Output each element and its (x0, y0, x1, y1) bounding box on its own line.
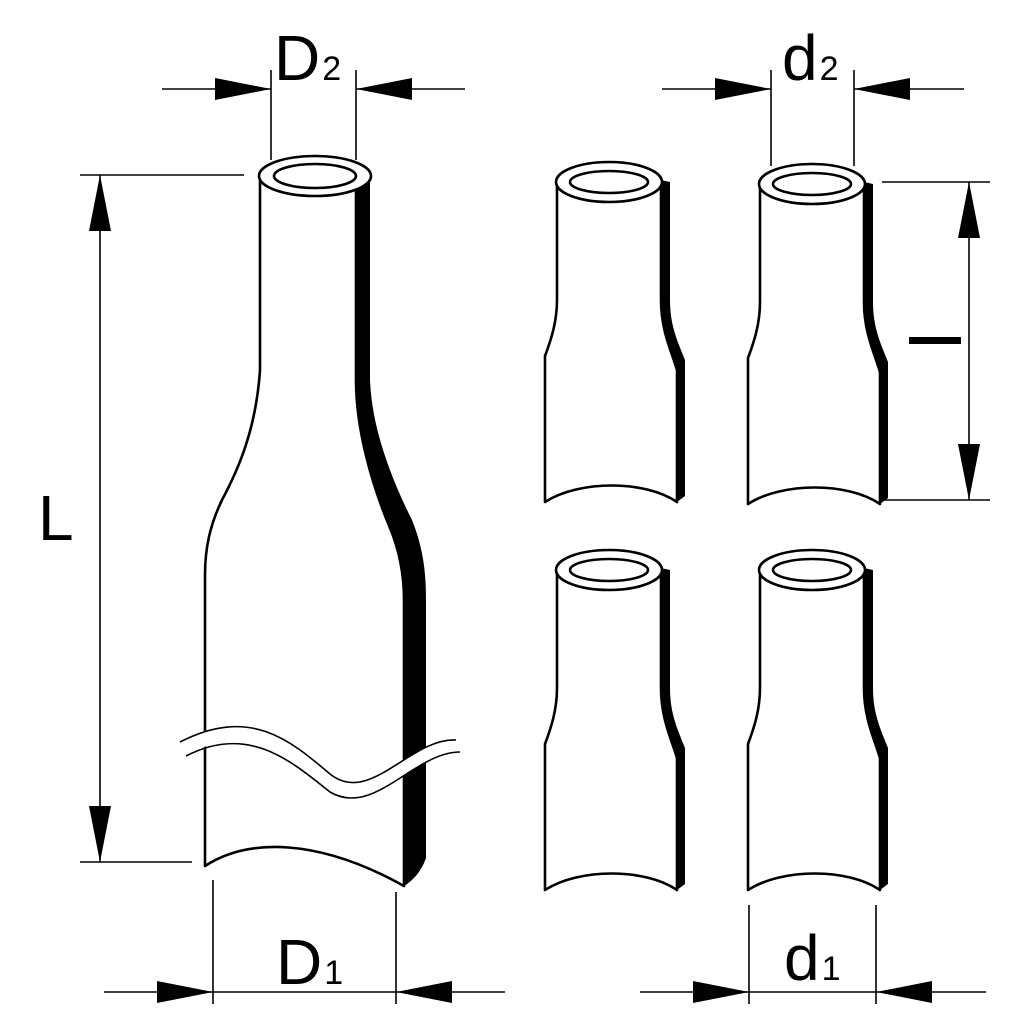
large-hose-break-mask (180, 726, 460, 797)
dimension-L: L (38, 174, 244, 863)
d1-label: d1 (784, 922, 841, 994)
l-label-mark (909, 337, 961, 344)
dimension-l: l (882, 181, 990, 501)
l-label: l (934, 351, 935, 353)
d1s-arrow-left (693, 981, 749, 1003)
d2s-arrow-left (715, 78, 771, 100)
d1s-arrow-right (876, 981, 932, 1003)
L-arrow-bottom (89, 806, 111, 862)
large-hose (179, 154, 461, 888)
D1-arrow-right (396, 981, 452, 1003)
small-hose-top-right (746, 162, 890, 506)
d2s-arrow-right (854, 78, 910, 100)
small-hose-bottom-right (746, 548, 890, 892)
dimension-D2: D2 (162, 22, 465, 160)
D1-label: D1 (276, 926, 343, 998)
L-label: L (38, 482, 74, 554)
large-hose-break-line-top (179, 725, 457, 784)
large-hose-break-line-bottom (185, 742, 461, 799)
d2-arrow-right (356, 78, 412, 100)
small-hose-top-left (543, 160, 687, 504)
l-arrow-bottom (958, 444, 980, 500)
d2-arrow-left (215, 78, 271, 100)
L-arrow-top (89, 175, 111, 231)
l-arrow-top (958, 182, 980, 238)
small-hose-bottom-left (543, 548, 687, 892)
D1-arrow-left (157, 981, 213, 1003)
dimension-d1: d1 (640, 905, 986, 1004)
large-hose-rim-inner (272, 162, 358, 190)
large-hose-body (203, 176, 406, 888)
d2-label: d2 (782, 22, 839, 94)
dimension-D1: D1 (104, 880, 505, 1004)
large-hose-shade (356, 176, 426, 886)
D2-label: D2 (274, 22, 341, 94)
dimension-d2: d2 (662, 22, 964, 166)
